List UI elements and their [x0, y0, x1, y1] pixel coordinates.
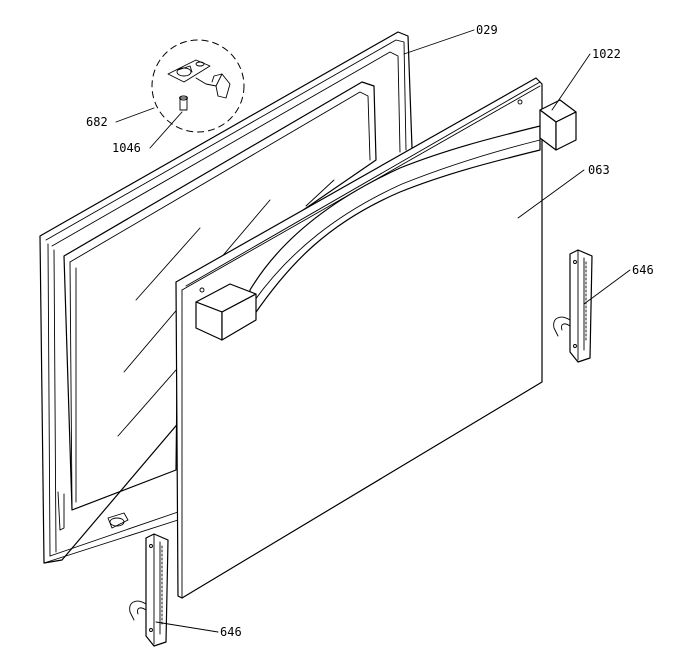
front-door-panel	[175, 77, 543, 599]
label-1022: 1022	[592, 47, 621, 61]
hinge-right	[553, 249, 593, 363]
leader-lines	[115, 29, 631, 633]
label-646-right: 646	[632, 263, 654, 277]
clip-detail-callout	[151, 39, 245, 133]
hinge-left	[129, 533, 169, 647]
label-029: 029	[476, 23, 498, 37]
label-682: 682	[86, 115, 108, 129]
glass-door-frame	[39, 31, 413, 564]
label-063: 063	[588, 163, 610, 177]
label-1046: 1046	[112, 141, 141, 155]
label-646-left: 646	[220, 625, 242, 639]
door-handle	[195, 99, 577, 341]
